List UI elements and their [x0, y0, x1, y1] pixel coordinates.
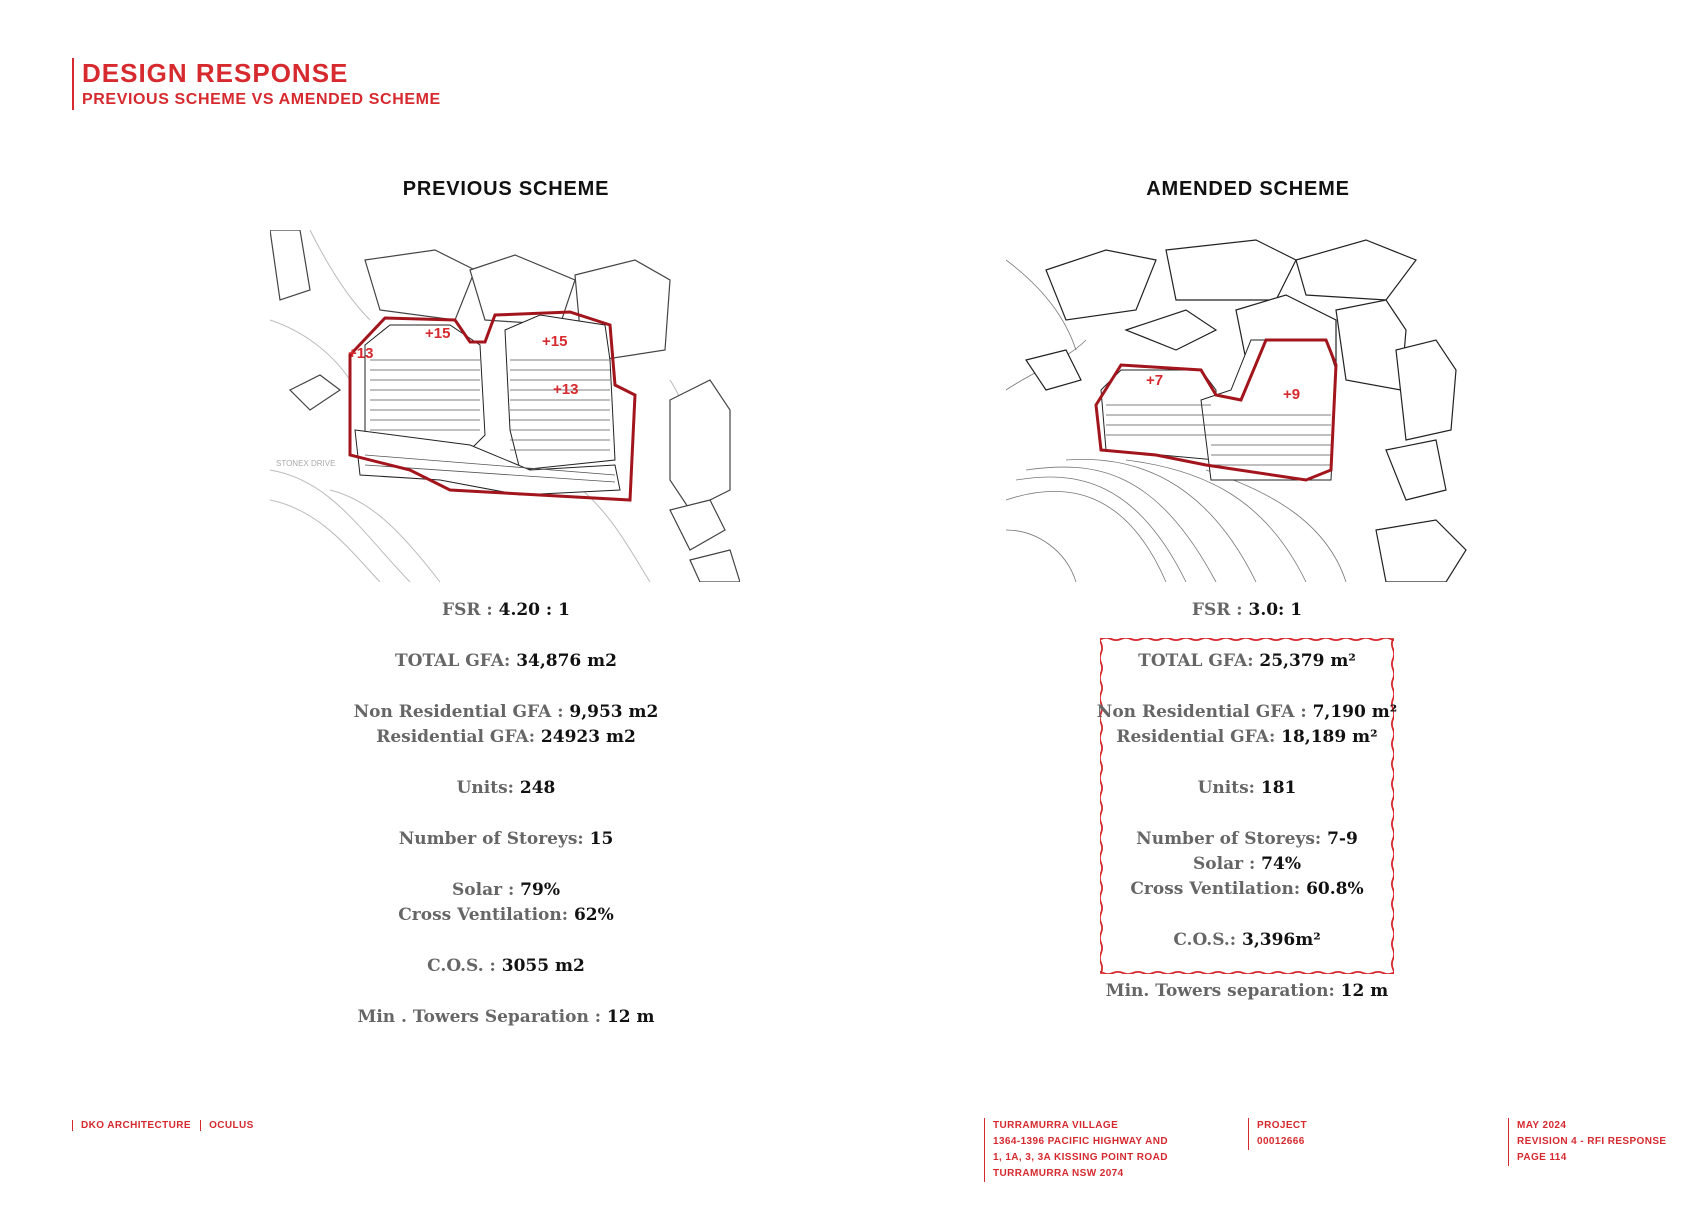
- amended-total-gfa: TOTAL GFA: 25,379 m²: [1138, 651, 1356, 671]
- footer-address-line-4: TURRAMURRA NSW 2074: [993, 1168, 1124, 1179]
- amended-site-outline: [1094, 338, 1338, 482]
- amended-tower-separation: Min. Towers separation: 12 m: [1105, 981, 1389, 1001]
- footer-project-label: PROJECT: [1257, 1120, 1308, 1131]
- page-subtitle: PREVIOUS SCHEME VS AMENDED SCHEME: [82, 91, 441, 108]
- amended-res-gfa: Residential GFA: 18,189 m²: [1116, 727, 1378, 747]
- amended-storeys: Number of Storeys: 7-9: [1136, 829, 1358, 849]
- amended-fsr: FSR : 3.0: 1: [1191, 600, 1303, 620]
- previous-cos: C.O.S. : 3055 m2: [427, 956, 585, 976]
- previous-storeys: Number of Storeys: 15: [398, 829, 614, 849]
- footer-firms: DKO ARCHITECTURE OCULUS: [72, 1118, 254, 1134]
- previous-res-gfa: Residential GFA: 24923 m2: [376, 727, 636, 747]
- footer-page-number: PAGE 114: [1517, 1152, 1567, 1163]
- footer-project-number: 00012666: [1257, 1136, 1305, 1147]
- amended-scheme-axonometric: +7 +9: [1006, 239, 1467, 582]
- previous-tower-label-3: +15: [542, 333, 567, 350]
- footer-date: MAY 2024: [1517, 1120, 1567, 1131]
- previous-units: Units: 248: [456, 778, 556, 798]
- amended-units: Units: 181: [1197, 778, 1297, 798]
- amended-tower-label-1: +7: [1146, 372, 1163, 389]
- footer-firm-2: OCULUS: [200, 1120, 254, 1131]
- title-block: DESIGN RESPONSE PREVIOUS SCHEME VS AMEND…: [72, 58, 441, 110]
- previous-tower-label-2: +15: [425, 325, 450, 342]
- footer-project: PROJECT 00012666: [1248, 1118, 1307, 1150]
- street-label: STONEX DRIVE: [276, 459, 335, 468]
- previous-non-res-gfa: Non Residential GFA : 9,953 m2: [353, 702, 659, 722]
- page-title: DESIGN RESPONSE: [82, 58, 349, 88]
- footer-revision: MAY 2024 REVISION 4 - RFI RESPONSE PAGE …: [1508, 1118, 1666, 1166]
- previous-scheme-axonometric: +13 +15 +15 +13 STONEX DRIVE: [270, 230, 740, 582]
- previous-scheme-heading: PREVIOUS SCHEME: [402, 178, 610, 200]
- previous-total-gfa: TOTAL GFA: 34,876 m2: [394, 651, 617, 671]
- previous-fsr: FSR : 4.20 : 1: [442, 600, 570, 620]
- footer-address-line-1: TURRAMURRA VILLAGE: [993, 1120, 1119, 1131]
- previous-tower-label-4: +13: [553, 381, 578, 398]
- footer-address-line-2: 1364-1396 PACIFIC HIGHWAY AND: [993, 1136, 1168, 1147]
- footer-address-line-3: 1, 1A, 3, 3A KISSING POINT ROAD: [993, 1152, 1168, 1163]
- amended-highlight-box: [1100, 638, 1394, 974]
- footer-revision-text: REVISION 4 - RFI RESPONSE: [1517, 1136, 1667, 1147]
- amended-tower-label-2: +9: [1283, 386, 1300, 403]
- previous-site-outline: [348, 310, 637, 502]
- amended-non-res-gfa: Non Residential GFA : 7,190 m²: [1096, 702, 1398, 722]
- previous-tower-separation: Min . Towers Separation : 12 m: [357, 1007, 655, 1027]
- amended-solar: Solar : 74%: [1193, 854, 1301, 874]
- footer-address: TURRAMURRA VILLAGE 1364-1396 PACIFIC HIG…: [984, 1118, 1168, 1182]
- amended-cos: C.O.S.: 3,396m²: [1173, 930, 1321, 950]
- amended-cross-ventilation: Cross Ventilation: 60.8%: [1130, 879, 1364, 899]
- footer-firm-1: DKO ARCHITECTURE: [72, 1120, 191, 1131]
- previous-solar: Solar : 79%: [452, 880, 560, 900]
- previous-cross-ventilation: Cross Ventilation: 62%: [398, 905, 614, 925]
- amended-scheme-heading: AMENDED SCHEME: [1146, 178, 1350, 200]
- previous-tower-label-1: +13: [348, 345, 373, 362]
